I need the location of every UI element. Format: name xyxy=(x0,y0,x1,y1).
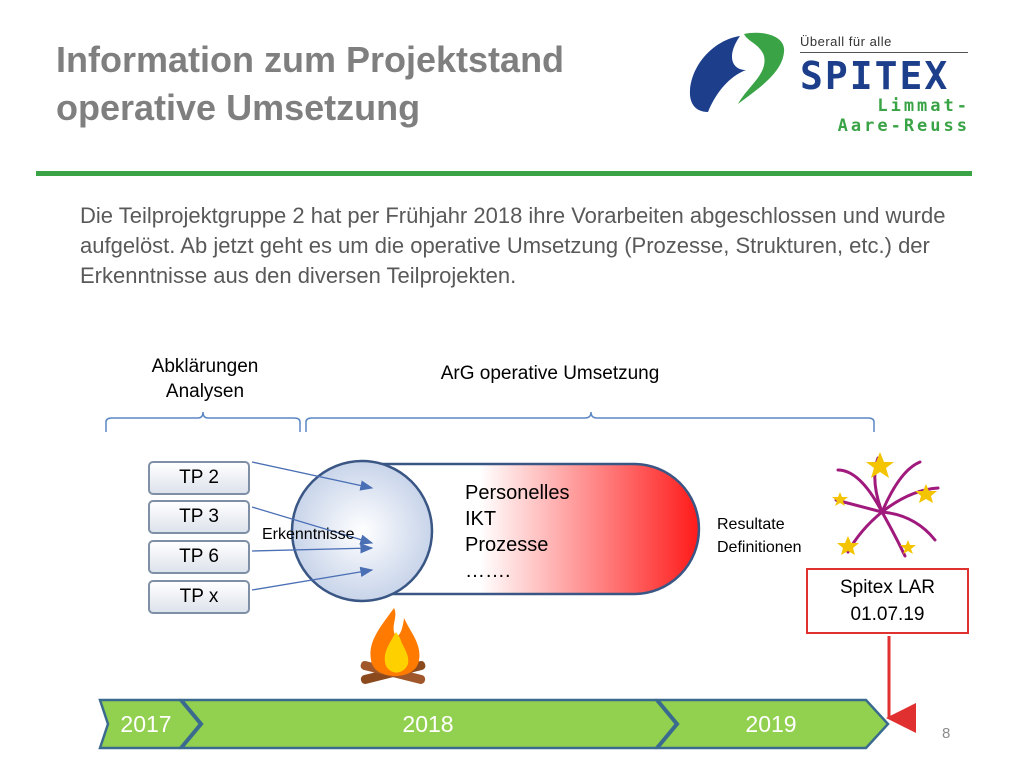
title-underline xyxy=(36,171,972,176)
logo-tagline: Überall für alle xyxy=(800,34,892,49)
timeline-segment-2018 xyxy=(179,698,678,750)
intro-paragraph: Die Teilprojektgruppe 2 hat per Frühjahr… xyxy=(80,203,946,288)
tp-box-6: TP 6 xyxy=(148,540,250,574)
timeline-year-2017: 2017 xyxy=(120,711,172,737)
erkenntnisse-label: Erkenntnisse xyxy=(262,526,355,543)
page-number: 8 xyxy=(942,725,951,742)
erkenntnisse-circle xyxy=(290,459,434,603)
milestone-box: Spitex LAR 01.07.19 xyxy=(806,568,969,634)
title-line-2: operative Umsetzung xyxy=(56,87,421,128)
brace-abklaerungen xyxy=(105,411,301,432)
arrow-tp2 xyxy=(251,461,374,491)
pill-item: Personelles xyxy=(465,482,570,504)
timeline-year-2018: 2018 xyxy=(402,711,454,737)
pill-item: IKT xyxy=(465,508,497,530)
logo-wordmark: SPITEX xyxy=(800,54,950,98)
slide-title: Information zum Projektstand operative U… xyxy=(56,36,676,132)
timeline xyxy=(98,698,890,750)
tp-box-2: TP 2 xyxy=(148,461,250,495)
title-line-1: Information zum Projektstand xyxy=(56,39,565,80)
logo-divider xyxy=(800,52,968,53)
timeline-segment-2019 xyxy=(655,698,890,750)
logo-subtitle-1: Limmat- xyxy=(877,96,970,116)
arrow-tpx xyxy=(251,566,374,591)
fireworks-icon xyxy=(832,452,940,558)
milestone-line-1: Spitex LAR xyxy=(839,577,936,598)
pill-item: Prozesse xyxy=(465,534,549,556)
resultate-line-1: Resultate xyxy=(717,516,785,533)
logo-subtitle-2: Aare-Reuss xyxy=(837,116,970,136)
brace-arg xyxy=(305,411,875,432)
resultate-label: Resultate Definitionen xyxy=(717,513,802,559)
pill-item-list: Personelles IKT Prozesse ……. xyxy=(465,480,570,584)
phase-header-abklaerungen-line1: Abklärungen xyxy=(151,356,259,377)
phase-header-abklaerungen: Abklärungen Analysen xyxy=(120,354,290,404)
milestone-line-2: 01.07.19 xyxy=(850,604,925,625)
arrow-tp3 xyxy=(251,506,374,545)
resultate-line-2: Definitionen xyxy=(717,539,802,556)
phase-header-abklaerungen-line2: Analysen xyxy=(165,381,245,402)
phase-header-arg: ArG operative Umsetzung xyxy=(440,363,660,384)
timeline-segment-2017 xyxy=(98,698,202,750)
spitex-logo-mark-icon xyxy=(689,32,785,112)
tp-box-x: TP x xyxy=(148,580,250,614)
timeline-year-2019: 2019 xyxy=(745,711,797,737)
campfire-icon xyxy=(360,608,426,684)
tp-box-3: TP 3 xyxy=(148,500,250,534)
pill-item: ……. xyxy=(465,560,511,582)
arrow-tp6 xyxy=(251,543,374,554)
